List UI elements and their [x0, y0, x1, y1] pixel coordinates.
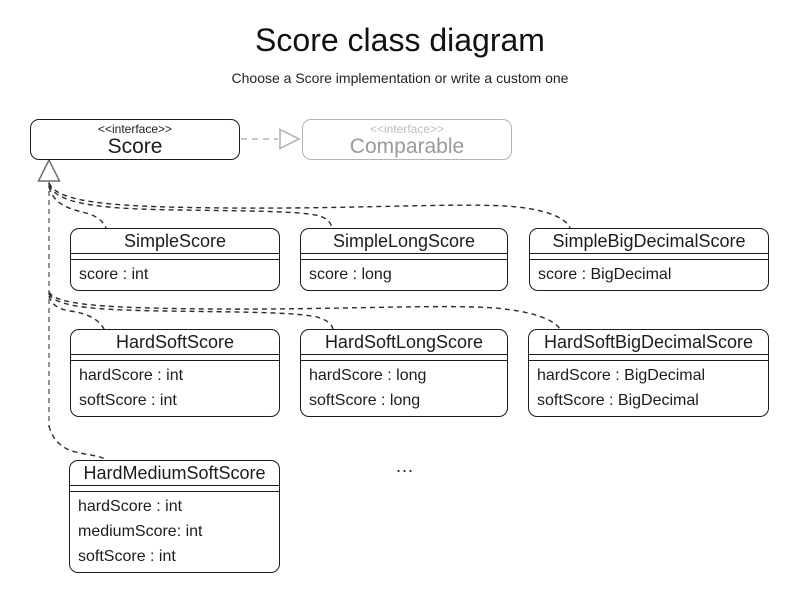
realization-path-hardsoftlongscore: [48, 293, 334, 330]
more-implementations-ellipsis: ...: [396, 456, 415, 476]
realization-path-hardsoftscore: [48, 295, 105, 330]
class-box-simplelongscore: SimpleLongScore score : long: [300, 228, 508, 291]
page-subtitle: Choose a Score implementation or write a…: [231, 70, 569, 86]
interface-box-score: <<interface>> Score: [30, 119, 240, 160]
class-name: HardSoftBigDecimalScore: [529, 330, 768, 355]
realization-triangle-icon-comparable: [279, 128, 301, 150]
class-box-hardsoftbigdecimalscore: HardSoftBigDecimalScore hardScore : BigD…: [528, 329, 769, 417]
class-attribute: softScore : long: [309, 392, 421, 409]
class-box-hardmediumsoftscore: HardMediumSoftScore hardScore : int medi…: [69, 460, 280, 573]
generalization-triangle-icon-score: [37, 158, 61, 182]
class-attribute: softScore : int: [79, 392, 177, 409]
class-attribute: hardScore : int: [78, 498, 183, 515]
realization-path-hardsoftbigdecimalscore: [48, 291, 561, 330]
class-attribute: hardScore : BigDecimal: [537, 367, 706, 384]
stereotype-label: <<interface>>: [369, 122, 445, 136]
class-name: SimpleLongScore: [301, 229, 507, 254]
class-box-simplescore: SimpleScore score : int: [70, 228, 280, 291]
class-attribute: hardScore : int: [79, 367, 184, 384]
realization-path-simplelongscore: [48, 184, 333, 229]
attribute-compartment: hardScore : long softScore : long: [301, 360, 507, 416]
attribute-compartment: score : int: [71, 259, 279, 290]
class-name: HardSoftLongScore: [301, 330, 507, 355]
class-attribute: mediumScore: int: [78, 523, 203, 540]
class-box-hardsoftscore: HardSoftScore hardScore : int softScore …: [70, 329, 280, 417]
class-box-simplebigdecimalscore: SimpleBigDecimalScore score : BigDecimal: [529, 228, 769, 291]
realization-path-hardmediumsoftscore: [48, 425, 108, 461]
class-attribute: score : long: [309, 266, 392, 283]
attribute-compartment: hardScore : BigDecimal softScore : BigDe…: [529, 360, 768, 416]
attribute-compartment: hardScore : int softScore : int: [71, 360, 279, 416]
interface-name: Score: [107, 135, 163, 158]
attribute-compartment: score : BigDecimal: [530, 259, 768, 290]
class-name: HardMediumSoftScore: [70, 461, 279, 486]
interface-box-comparable: <<interface>> Comparable: [302, 119, 512, 160]
class-name: SimpleScore: [71, 229, 279, 254]
stereotype-label: <<interface>>: [97, 122, 173, 136]
class-attribute: score : int: [79, 266, 149, 283]
class-name: SimpleBigDecimalScore: [530, 229, 768, 254]
class-attribute: score : BigDecimal: [538, 266, 672, 283]
realization-path-simplescore: [48, 186, 107, 229]
class-attribute: hardScore : long: [309, 367, 427, 384]
class-attribute: softScore : int: [78, 548, 176, 565]
class-name: HardSoftScore: [71, 330, 279, 355]
attribute-compartment: hardScore : int mediumScore: int softSco…: [70, 491, 279, 572]
realization-path-simplebigdecimalscore: [48, 182, 571, 229]
class-box-hardsoftlongscore: HardSoftLongScore hardScore : long softS…: [300, 329, 508, 417]
attribute-compartment: score : long: [301, 259, 507, 290]
page-title: Score class diagram: [255, 22, 545, 58]
class-attribute: softScore : BigDecimal: [537, 392, 699, 409]
interface-name: Comparable: [349, 135, 465, 158]
